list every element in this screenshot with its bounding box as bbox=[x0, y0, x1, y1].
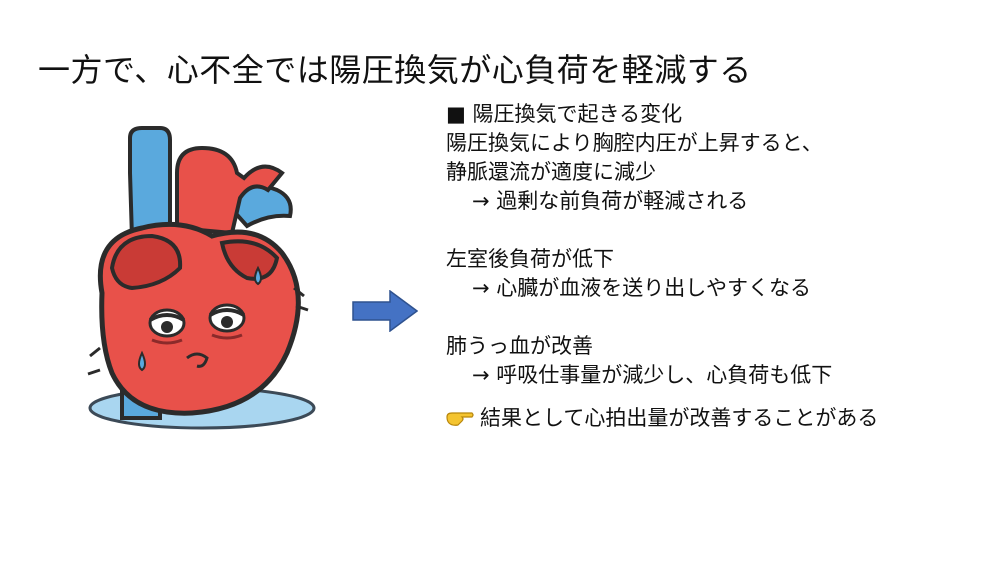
spacer bbox=[446, 216, 878, 245]
slide-title: 一方で、心不全では陽圧換気が心負荷を軽減する bbox=[38, 51, 752, 89]
tired-heart-illustration bbox=[87, 126, 316, 430]
block1-line1: 陽圧換気により胸腔内圧が上昇すると、 bbox=[446, 131, 823, 155]
result-text: 結果として心拍出量が改善することがある bbox=[480, 406, 879, 430]
spacer bbox=[446, 390, 878, 404]
right-arrow-icon bbox=[352, 290, 418, 332]
block2-line1: 左室後負荷が低下 bbox=[446, 247, 614, 271]
pointing-hand-icon bbox=[446, 412, 474, 426]
block3-line1: 肺うっ血が改善 bbox=[446, 334, 593, 358]
block1-line2: 静脈還流が適度に減少 bbox=[446, 160, 656, 184]
section-heading: ■ 陽圧換気で起きる変化 bbox=[446, 102, 683, 126]
spacer bbox=[446, 303, 878, 332]
block2-arrow-line: → 心臓が血液を送り出しやすくなる bbox=[472, 276, 812, 300]
block3-arrow-line: → 呼吸仕事量が減少し、心負荷も低下 bbox=[472, 363, 833, 387]
result-line: 結果として心拍出量が改善することがある bbox=[446, 404, 878, 433]
content-body: ■ 陽圧換気で起きる変化 陽圧換気により胸腔内圧が上昇すると、 静脈還流が適度に… bbox=[446, 100, 878, 433]
block1-arrow-line: → 過剰な前負荷が軽減される bbox=[472, 189, 749, 213]
